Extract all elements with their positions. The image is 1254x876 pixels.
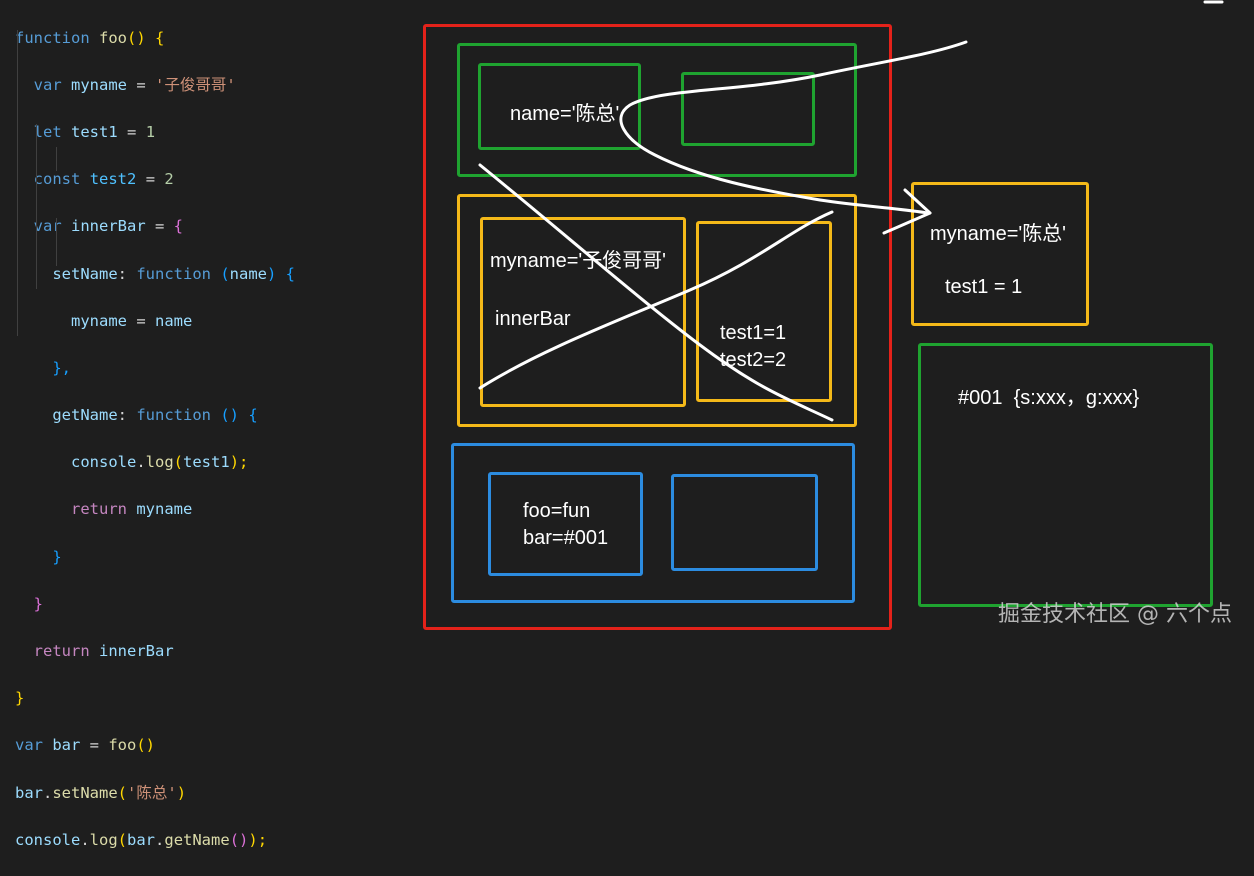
watermark: 掘金技术社区 @ 六个点	[998, 602, 1232, 627]
bar-label: bar=#001	[523, 527, 609, 549]
myname-inner-label: myname='子俊哥哥'	[490, 250, 667, 272]
code-line: bar.setName('陈总')	[15, 783, 187, 802]
indent-guide	[56, 218, 57, 266]
closure-test1-label: test1 = 1	[945, 276, 1023, 298]
lexical-inner-right-box	[696, 221, 832, 402]
code-line: console.log(test1);	[71, 453, 249, 472]
code-line: function foo() {	[15, 28, 165, 47]
test2-label: test2=2	[720, 349, 787, 371]
code-line: var myname = '子俊哥哥'	[33, 75, 236, 94]
var-env-inner-right-box	[681, 72, 815, 146]
code-line: let test1 = 1	[33, 122, 156, 141]
code-line: }	[33, 594, 44, 613]
code-line: myname = name	[71, 311, 193, 330]
code-line: setName: function (name) {	[52, 264, 295, 283]
indent-guide	[17, 30, 18, 336]
indent-guide	[56, 147, 57, 171]
code-line: var bar = foo()	[15, 736, 156, 755]
heap-object-box	[918, 343, 1213, 607]
code-line: }	[15, 689, 25, 708]
foo-label: foo=fun	[523, 500, 591, 522]
code-line: }	[52, 547, 62, 566]
test1-label: test1=1	[720, 322, 787, 344]
code-line: console.log(bar.getName());	[15, 830, 268, 849]
code-editor: function foo() { var myname = '子俊哥哥' let…	[15, 3, 295, 876]
innerbar-label: innerBar	[495, 308, 571, 330]
code-line: var innerBar = {	[33, 217, 184, 236]
code-line: },	[52, 358, 71, 377]
global-context-box	[451, 443, 855, 603]
global-inner-right-box	[671, 474, 818, 571]
indent-guide	[36, 124, 37, 289]
closure-box	[911, 182, 1089, 326]
code-line: return innerBar	[33, 642, 174, 661]
code-line: const test2 = 2	[33, 170, 174, 189]
code-line: return myname	[71, 500, 193, 519]
name-label: name='陈总'	[510, 103, 620, 125]
heap-label: #001 {s:xxx，g:xxx}	[958, 387, 1140, 409]
execution-context-box	[423, 24, 892, 630]
global-inner-left-box	[488, 472, 643, 576]
code-line: getName: function () {	[52, 406, 258, 425]
closure-myname-label: myname='陈总'	[930, 223, 1067, 245]
